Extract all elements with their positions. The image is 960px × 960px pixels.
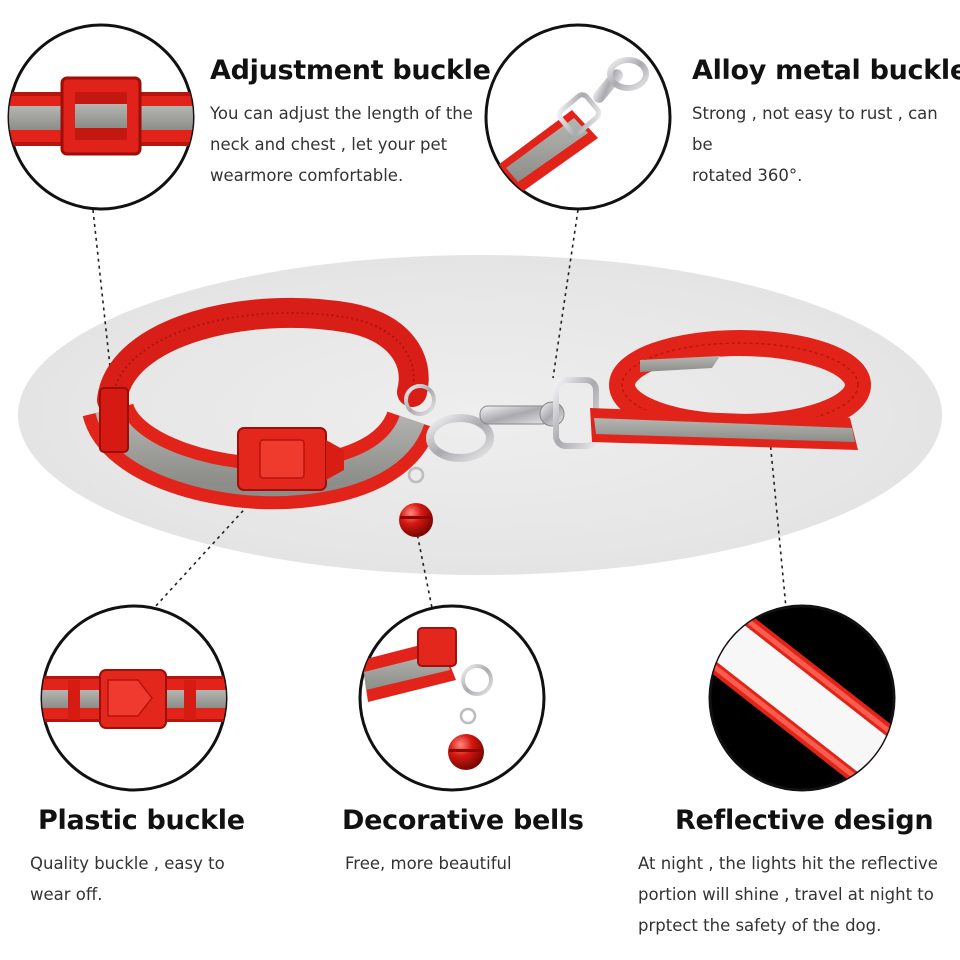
detail-decorative-bells	[358, 604, 546, 792]
callout-decorative-bells: Decorative bells Free, more beautiful	[342, 805, 584, 879]
callout-description: At night , the lights hit the reflective…	[638, 854, 938, 935]
callout-description: Quality buckle , easy to wear off.	[30, 854, 225, 904]
callout-title: Reflective design	[675, 805, 934, 836]
callout-alloy-metal-buckle: Alloy metal buckle Strong , not easy to …	[692, 55, 960, 191]
detail-adjustment-buckle	[7, 23, 195, 211]
leash	[426, 330, 871, 462]
callout-reflective-design: Reflective design At night , the lights …	[638, 805, 958, 941]
leash-snap-hook	[426, 377, 599, 462]
detail-reflective-design	[708, 604, 896, 792]
callout-title: Decorative bells	[342, 805, 584, 836]
callout-title: Alloy metal buckle	[692, 55, 960, 86]
detail-alloy-buckle	[484, 23, 672, 211]
collar-slider	[99, 387, 129, 453]
callout-description: Strong , not easy to rust , can be rotat…	[692, 104, 938, 185]
callout-title: Adjustment buckle	[210, 55, 491, 86]
leader-plastic	[153, 489, 263, 609]
callout-description: You can adjust the length of the neck an…	[210, 104, 473, 185]
leader-adjustment	[92, 209, 113, 386]
leader-reflective	[769, 439, 787, 609]
collar	[82, 297, 437, 537]
leader-alloy	[552, 209, 579, 379]
callout-description: Free, more beautiful	[345, 854, 512, 873]
detail-plastic-buckle	[40, 604, 228, 792]
callout-title: Plastic buckle	[38, 805, 245, 836]
callout-adjustment-buckle: Adjustment buckle You can adjust the len…	[210, 55, 500, 191]
collar-bell	[399, 466, 433, 537]
callout-plastic-buckle: Plastic buckle Quality buckle , easy to …	[30, 805, 270, 910]
collar-plastic-buckle	[237, 427, 344, 491]
